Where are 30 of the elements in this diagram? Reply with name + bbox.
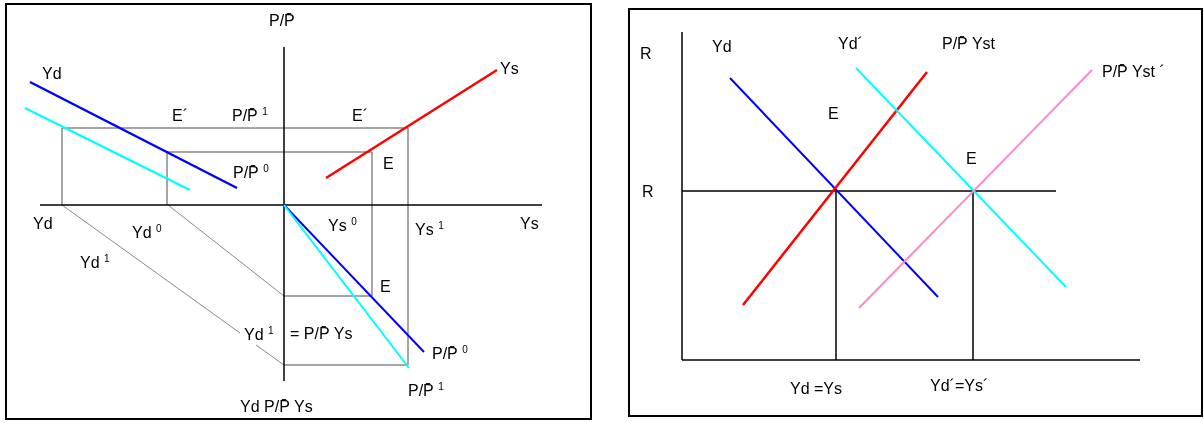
axis-label: E <box>966 150 977 168</box>
axis-label: R <box>640 45 652 63</box>
axis-label: P/P̄ Yst ´ <box>1102 63 1165 81</box>
axis-label: Yd <box>712 38 732 56</box>
axis-label: Ys <box>520 215 539 233</box>
axis-label: E <box>383 155 394 173</box>
axis-label: Ys $^{1}$ <box>415 219 444 240</box>
axis-label: P/P̄ $^{0}$ <box>432 343 468 364</box>
axis-label: Ys $^{0}$ <box>328 215 357 236</box>
axis-label: P/P̄ $^{0}$ <box>233 162 269 183</box>
axis-label: Yd $^{0}$ <box>132 222 162 243</box>
axis-label: P/P̄ $^{1}$ <box>232 105 268 126</box>
axis-label: E <box>380 278 391 296</box>
axis-label: P/P̄ $^{1}$ <box>408 380 444 401</box>
axis-label: P/P̄ Yst <box>942 35 996 53</box>
axis-label: E <box>828 105 839 123</box>
axis-label: E´ <box>172 107 188 125</box>
axis-label: E´ <box>352 107 368 125</box>
axis-label: Yd $^{1}$ <box>244 324 274 345</box>
axis-label: Yd <box>42 65 62 83</box>
axis-label: Ys <box>500 60 519 78</box>
axis-label: P/P̄ <box>269 12 295 30</box>
axis-label: Yd $^{1}$ <box>80 252 110 273</box>
axis-label: = P/P̄ Ys <box>290 325 353 343</box>
axis-label: Yd´ <box>838 35 863 53</box>
axis-label: Yd <box>33 215 53 233</box>
axis-label: Yd´=Ys´ <box>930 377 989 395</box>
axis-label: Yd P/P̄ Ys <box>240 398 313 416</box>
axis-label: R <box>642 183 654 201</box>
axis-label: Yd =Ys <box>790 380 843 398</box>
